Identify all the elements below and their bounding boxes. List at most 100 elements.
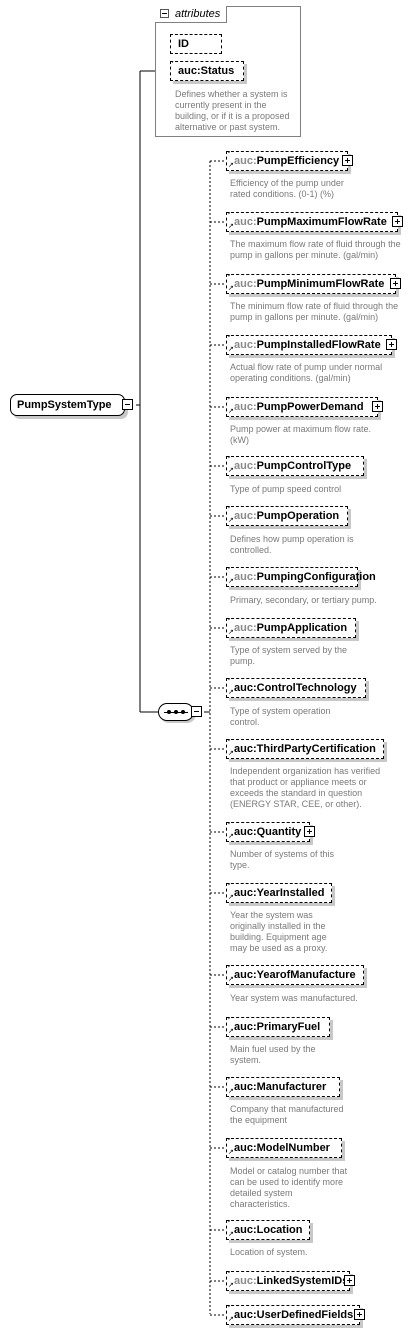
- reference-arrow-icon: ↗: [228, 285, 234, 292]
- reference-arrow-icon: ↗: [228, 467, 234, 474]
- reference-arrow-icon: ↗: [228, 1316, 234, 1323]
- reference-icon: ′′: [228, 882, 230, 891]
- expand-icon[interactable]: [354, 1309, 365, 1320]
- attribute-id[interactable]: ID: [170, 34, 222, 54]
- element-description: The minimum flow rate of fluid through t…: [230, 301, 399, 322]
- expand-icon[interactable]: [390, 278, 401, 289]
- element-quantity[interactable]: ′′ ↗auc:Quantity: [226, 822, 310, 842]
- reference-icon: ′′: [228, 1076, 230, 1085]
- attributes-tab: [155, 6, 227, 23]
- reference-icon: ′′: [228, 211, 230, 220]
- element-pumpapplication[interactable]: ′′↗auc:PumpApplication: [226, 618, 356, 638]
- element-thirdpartycertification[interactable]: ′′↗auc:ThirdPartyCertification: [226, 739, 384, 759]
- reference-icon: ′′: [228, 505, 230, 514]
- element-pumpmaximumflowrate[interactable]: ′′ ↗auc:PumpMaximumFlowRate: [226, 212, 398, 232]
- reference-icon: ′′: [228, 455, 230, 464]
- expand-icon[interactable]: [342, 155, 353, 166]
- element-pumppowerdemand[interactable]: ′′↗auc:PumpPowerDemand: [226, 397, 378, 417]
- reference-arrow-icon: ↗: [228, 1028, 234, 1035]
- reference-arrow-icon: ↗: [228, 894, 234, 901]
- reference-arrow-icon: ↗: [228, 346, 234, 353]
- expand-icon[interactable]: [372, 401, 383, 412]
- element-name: PumpOperation: [256, 510, 340, 522]
- element-pumpefficiency[interactable]: ′′↗auc:PumpEfficiency: [226, 151, 348, 171]
- element-name: YearInstalled: [256, 887, 325, 899]
- element-description: Independent organization has verified th…: [230, 766, 381, 809]
- element-namespace: auc:: [234, 216, 257, 228]
- element-name: PumpControlType: [256, 460, 352, 472]
- sequence-dot: [167, 710, 171, 714]
- element-pumpoperation[interactable]: ′′↗auc:PumpOperation: [226, 506, 348, 526]
- reference-icon: ′′: [228, 1016, 230, 1025]
- element-description: Type of pump speed control: [230, 484, 342, 494]
- element-name: PumpingConfiguration: [256, 571, 376, 583]
- element-namespace: auc:: [234, 1224, 257, 1236]
- element-namespace: auc:: [234, 460, 257, 472]
- element-yearofmanufacture[interactable]: ′′↗auc:YearofManufacture: [226, 965, 364, 985]
- element-pumpingconfiguration[interactable]: ′′↗auc:PumpingConfiguration: [226, 567, 376, 587]
- element-pumpcontroltype[interactable]: ′′ ↗auc:PumpControlType: [226, 456, 364, 476]
- collapse-attributes-icon[interactable]: [160, 9, 169, 18]
- reference-icon: ′′: [228, 1137, 230, 1146]
- element-namespace: auc:: [234, 826, 257, 838]
- element-name: ControlTechnology: [256, 682, 357, 694]
- reference-icon: ′′: [228, 150, 230, 159]
- reference-icon: ′′: [228, 821, 230, 830]
- element-namespace: auc:: [234, 1142, 257, 1154]
- reference-arrow-icon: ↗: [228, 750, 234, 757]
- element-description: Actual flow rate of pump under normal op…: [230, 362, 383, 383]
- reference-arrow-icon: ↗: [228, 689, 234, 696]
- reference-arrow-icon: ↗: [228, 578, 234, 585]
- sequence-dot: [174, 710, 178, 714]
- element-primaryfuel[interactable]: ′′↗auc:PrimaryFuel: [226, 1017, 330, 1037]
- element-linkedsystemids[interactable]: ′′↗auc:LinkedSystemIDs: [226, 1271, 350, 1291]
- sequence-compositor-icon[interactable]: [158, 703, 194, 721]
- reference-arrow-icon: ↗: [228, 833, 234, 840]
- reference-arrow-icon: ↗: [228, 408, 234, 415]
- reference-arrow-icon: ↗: [228, 223, 234, 230]
- attribute-status[interactable]: ′ auc:Status: [170, 61, 244, 81]
- collapse-sequence-icon[interactable]: [191, 706, 202, 717]
- expand-icon[interactable]: [344, 1275, 355, 1286]
- element-name: PumpEfficiency: [256, 155, 340, 167]
- element-manufacturer[interactable]: ′′↗auc:Manufacturer: [226, 1077, 340, 1097]
- element-description: Type of system served by the pump.: [230, 645, 348, 666]
- element-namespace: auc:: [234, 743, 257, 755]
- root-element[interactable]: PumpSystemType: [10, 394, 125, 416]
- element-controltechnology[interactable]: ′′↗auc:ControlTechnology: [226, 678, 366, 698]
- element-name: ThirdPartyCertification: [256, 743, 376, 755]
- element-description: Location of system.: [230, 1247, 308, 1257]
- element-name: UserDefinedFields: [256, 1309, 354, 1321]
- reference-arrow-icon: ↗: [228, 1088, 234, 1095]
- attributes-title: attributes: [175, 8, 221, 20]
- element-namespace: auc:: [234, 887, 257, 899]
- element-name: PumpMaximumFlowRate: [256, 216, 387, 228]
- element-pumpinstalledflowrate[interactable]: ′′↗auc:PumpInstalledFlowRate: [226, 335, 392, 355]
- element-namespace: auc:: [234, 155, 257, 167]
- root-element-label: PumpSystemType: [17, 399, 112, 411]
- element-namespace: auc:: [234, 339, 257, 351]
- expand-icon[interactable]: [392, 216, 403, 227]
- expand-icon[interactable]: [386, 339, 397, 350]
- expand-icon[interactable]: [304, 826, 315, 837]
- reference-arrow-icon: ↗: [228, 517, 234, 524]
- element-pumpminimumflowrate[interactable]: ′′↗auc:PumpMinimumFlowRate: [226, 274, 396, 294]
- element-modelnumber[interactable]: ′′↗auc:ModelNumber: [226, 1138, 342, 1158]
- sequence-dot: [181, 710, 185, 714]
- element-namespace: auc:: [234, 571, 257, 583]
- element-userdefinedfields[interactable]: ′′↗auc:UserDefinedFields: [226, 1305, 360, 1325]
- element-location[interactable]: ′′↗auc:Location: [226, 1220, 310, 1240]
- reference-arrow-icon: ↗: [228, 1282, 234, 1289]
- element-name: Quantity: [256, 826, 302, 838]
- reference-icon: ′′: [228, 964, 230, 973]
- element-namespace: auc:: [234, 1081, 257, 1093]
- element-description: Defines how pump operation is controlled…: [230, 534, 354, 555]
- reference-icon: ′: [172, 60, 173, 69]
- element-name: LinkedSystemIDs: [256, 1275, 349, 1287]
- element-description: Model or catalog number that can be used…: [230, 1166, 348, 1209]
- element-description: The maximum flow rate of fluid through t…: [230, 239, 401, 260]
- collapse-root-icon[interactable]: [122, 399, 133, 410]
- reference-icon: ′′: [228, 1304, 230, 1313]
- element-name: PrimaryFuel: [256, 1021, 321, 1033]
- element-yearinstalled[interactable]: ′′ ↗auc:YearInstalled: [226, 883, 332, 903]
